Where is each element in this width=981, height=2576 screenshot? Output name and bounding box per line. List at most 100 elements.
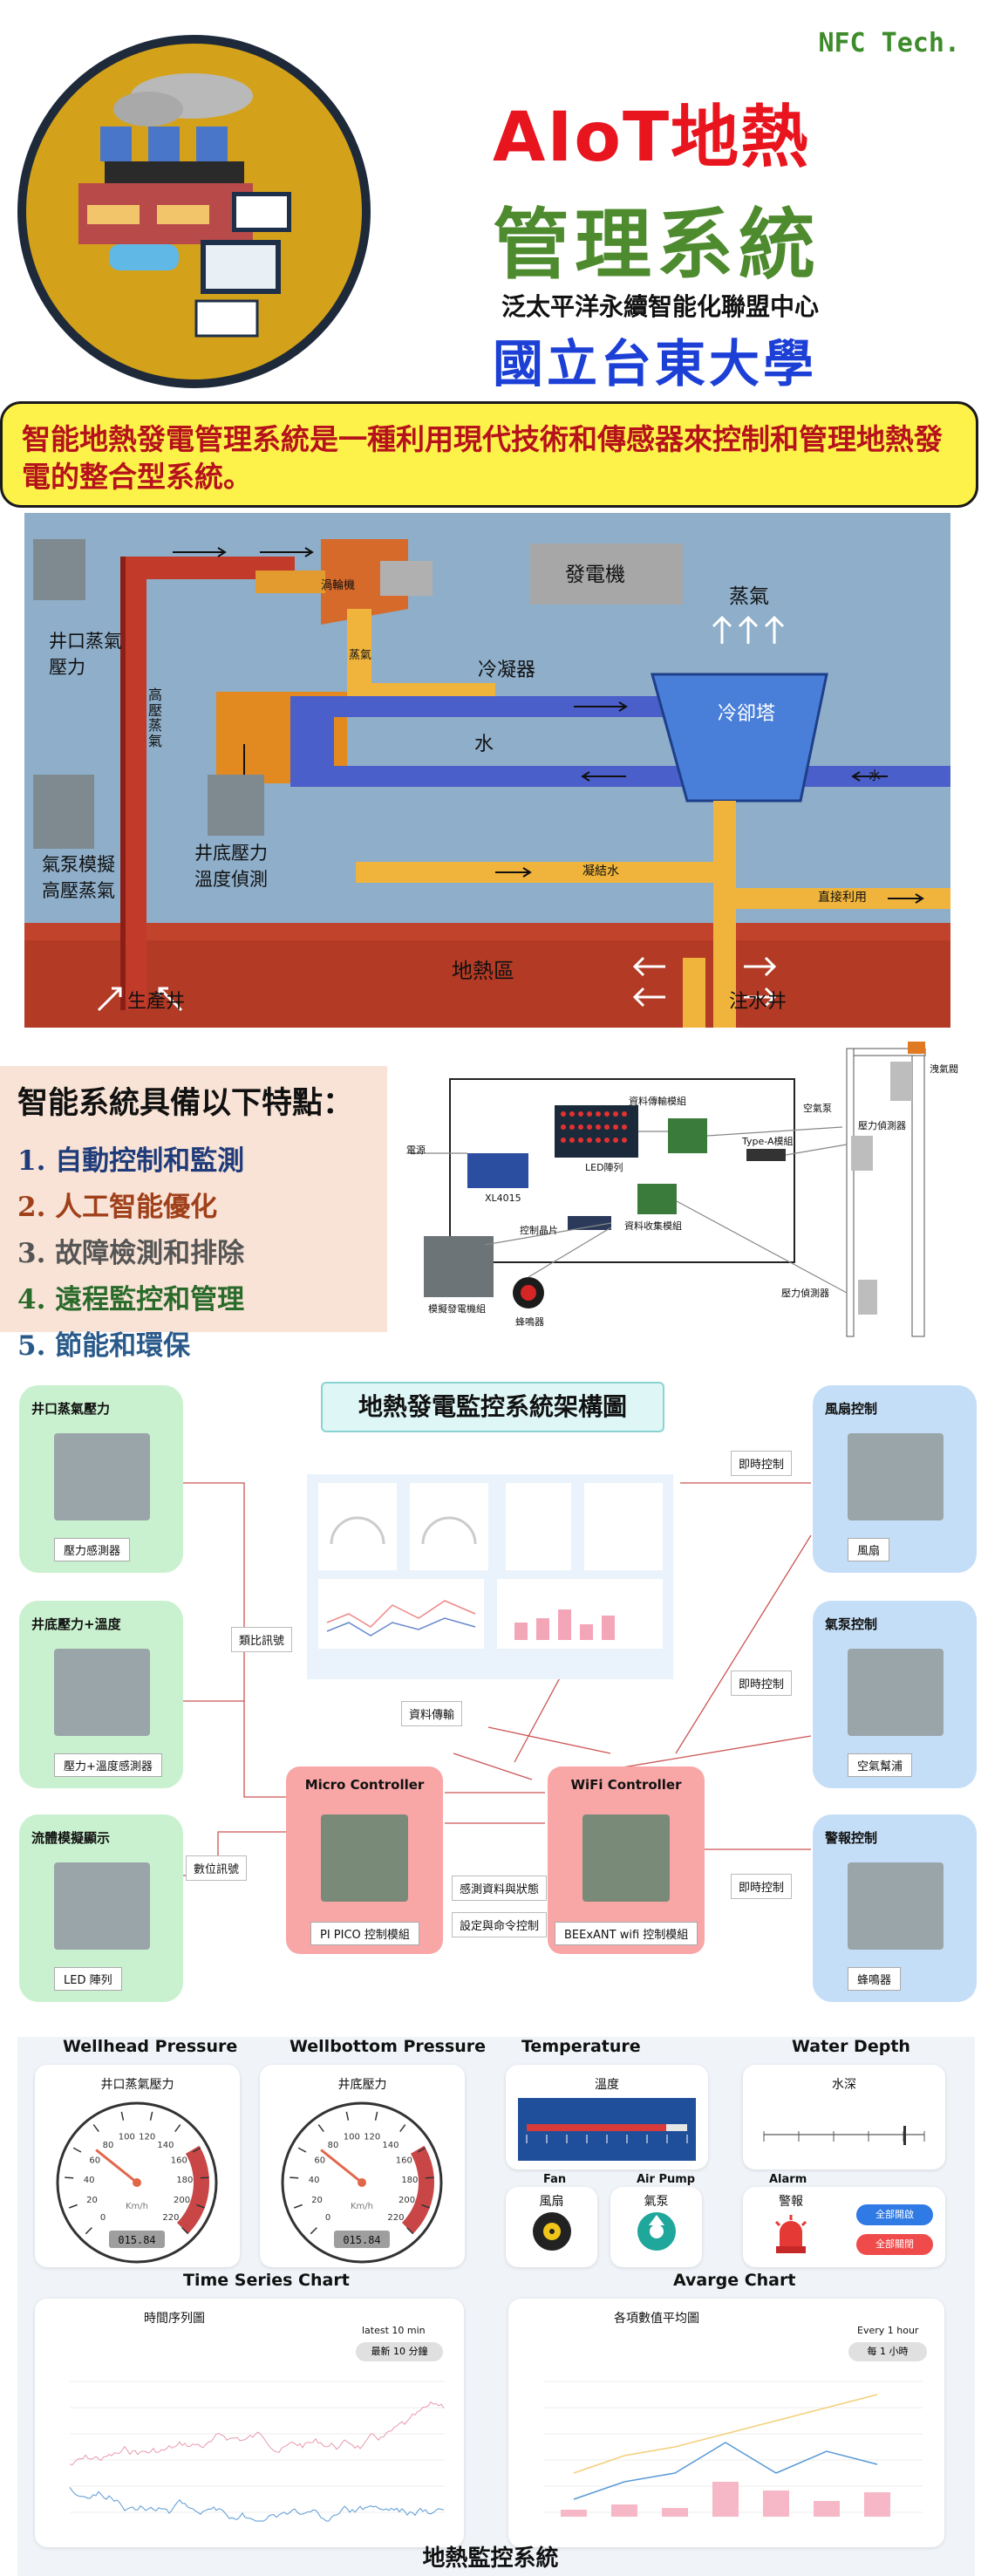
realtime-tag-2: 即時控制 xyxy=(731,1671,793,1696)
air-pump-icon[interactable] xyxy=(637,2211,677,2251)
time-series-card: 時間序列圖 latest 10 min 最新 10 分鐘 xyxy=(35,2299,464,2547)
factory-icon xyxy=(78,73,253,270)
gauge-tick-label: 140 xyxy=(382,2141,399,2150)
water-depth-heading: Water Depth xyxy=(792,2037,910,2056)
gauge-tick-label: 160 xyxy=(171,2156,187,2166)
device-photo xyxy=(848,1649,944,1736)
water-depth-card: 水深 xyxy=(743,2065,945,2169)
hw-typea: Type-A模組 xyxy=(742,1136,794,1147)
feature-item: 3. 故障檢測和排除 xyxy=(17,1238,245,1269)
gauge-value: 015.84 xyxy=(343,2234,380,2246)
fan-icon[interactable] xyxy=(532,2211,572,2251)
time-series-chart xyxy=(69,2381,445,2522)
logo-emblem xyxy=(17,35,371,388)
average-heading: Avarge Chart xyxy=(673,2271,796,2290)
gauge-rim xyxy=(56,2101,218,2264)
avg-line-blue xyxy=(573,2442,878,2500)
gauge-tick-label: 160 xyxy=(396,2156,412,2166)
time-series-note: latest 10 min xyxy=(362,2325,426,2336)
wellbottom-gauge-title: 井底壓力 xyxy=(337,2078,387,2092)
alarm-heading: Alarm xyxy=(769,2173,807,2186)
set-command-tag: 設定與命令控制 xyxy=(452,1912,548,1937)
hw-power: 電源 xyxy=(406,1145,426,1156)
hp-steam-label: 高壓蒸氣 xyxy=(148,687,163,749)
feature-item: 5. 節能和環保 xyxy=(17,1330,191,1362)
all-on-button[interactable]: 全部開啟 xyxy=(856,2204,933,2225)
time-series-heading: Time Series Chart xyxy=(183,2271,350,2290)
gauge-tick xyxy=(421,2204,431,2209)
architecture-diagram: 地熱發電監控系統架構圖 井口蒸氣壓力壓力感測器井底壓力+溫度壓力+溫度感測器流體… xyxy=(0,1370,981,2015)
alarm-title: 警報 xyxy=(779,2195,803,2209)
air-pump-title: 氣泵 xyxy=(644,2195,669,2209)
condensate-label: 凝結水 xyxy=(582,864,619,878)
gauge-tick-label: 20 xyxy=(86,2196,98,2205)
device-photo xyxy=(848,1862,944,1950)
gauge-tick-label: 120 xyxy=(364,2132,380,2142)
condenser-label: 冷凝器 xyxy=(478,659,536,681)
gauge-tick xyxy=(196,2204,206,2209)
wifi-controller-title: WiFi Controller xyxy=(570,1777,682,1793)
hw-buzzer: 蜂鳴器 xyxy=(515,1316,544,1328)
thermometer-widget xyxy=(518,2098,696,2161)
wifi-controller-label: BEExANT wifi 控制模組 xyxy=(555,1922,698,1945)
gauge-redzone xyxy=(401,2145,434,2234)
gauge-tick xyxy=(317,2124,324,2133)
realtime-tag-3: 即時控制 xyxy=(731,1874,793,1899)
gauge-tick xyxy=(310,2227,317,2235)
gauge-hub xyxy=(133,2178,141,2187)
gauge-tick-label: 60 xyxy=(89,2156,100,2166)
wifi-controller-card: WiFi Controller BEExANT wifi 控制模組 xyxy=(548,1766,705,1954)
card-title: 警報控制 xyxy=(825,1830,878,1846)
water-in-label: 水 xyxy=(869,769,881,783)
sensor-card-0: 井口蒸氣壓力壓力感測器 xyxy=(19,1385,183,1573)
water-depth-widget xyxy=(763,2126,925,2145)
hw-relief-valve: 洩氣閥 xyxy=(930,1063,958,1075)
card-label: 壓力感測器 xyxy=(54,1538,131,1561)
gauge-tick-label: 100 xyxy=(344,2132,360,2142)
average-range-chip[interactable]: 每 1 小時 xyxy=(848,2342,927,2361)
gauge-tick xyxy=(85,2227,92,2235)
hw-pressure-sensor: 壓力偵測器 xyxy=(858,1120,906,1131)
card-title: 風扇控制 xyxy=(825,1401,878,1417)
cooling-tower-label: 冷卻塔 xyxy=(718,703,776,725)
temperature-card: 溫度 xyxy=(506,2065,708,2169)
features-title: 智能系統具備以下特點： xyxy=(17,1085,354,1121)
gauge-tick xyxy=(149,2111,153,2121)
generator-label: 發電機 xyxy=(565,564,625,586)
gauge-tick xyxy=(174,2124,181,2133)
gauge-tick xyxy=(72,2147,82,2153)
geothermal-zone-label: 地熱區 xyxy=(452,959,514,983)
gauge-tick xyxy=(200,2176,209,2179)
average-card: 各項數值平均圖 Every 1 hour 每 1 小時 xyxy=(508,2299,944,2547)
pump-label: 氣泵模擬 高壓蒸氣 xyxy=(42,854,115,902)
gauge-needle xyxy=(95,2149,138,2184)
feature-item: 2. 人工智能優化 xyxy=(17,1192,218,1223)
sensor-state-tag: 感測資料與狀態 xyxy=(452,1876,548,1901)
alarm-card: 警報 全部開啟 全部關閉 xyxy=(743,2187,945,2267)
footer-title: 地熱監控系統 xyxy=(422,2545,559,2572)
gauge-tick xyxy=(417,2147,426,2153)
gauge-hub xyxy=(358,2178,366,2187)
avg-bar xyxy=(712,2482,739,2517)
average-chart xyxy=(543,2381,923,2517)
data-transfer-tag: 資料傳輸 xyxy=(401,1701,463,1726)
production-well-label: 生產井 xyxy=(127,991,186,1013)
card-label: 蜂鳴器 xyxy=(848,1967,902,1991)
siren-icon[interactable] xyxy=(769,2213,813,2257)
gauge-tick xyxy=(425,2176,434,2179)
hw-generator-module: 模擬發電機組 xyxy=(428,1303,486,1315)
water-box-label: 水 xyxy=(474,734,494,755)
ts-series-blue xyxy=(69,2487,445,2522)
avg-bar xyxy=(864,2492,890,2517)
all-off-button[interactable]: 全部關閉 xyxy=(856,2234,933,2255)
process-diagram: 渦輪機 發電機 蒸氣 蒸氣 冷凝器 水 冷卻塔 水 凝結水 直接利用 井口蒸氣 … xyxy=(24,513,950,1028)
gauge-tick xyxy=(92,2124,99,2133)
time-series-range-chip[interactable]: 最新 10 分鐘 xyxy=(356,2342,443,2361)
gauge-tick xyxy=(181,2227,189,2235)
gauge-tick-label: 80 xyxy=(103,2141,114,2150)
hw-pressure-sensor-2: 壓力偵測器 xyxy=(781,1288,829,1299)
center-name: 泛太平洋永續智能化聯盟中心 xyxy=(501,292,820,321)
hw-data-module: 資料傳輸模組 xyxy=(629,1096,686,1107)
